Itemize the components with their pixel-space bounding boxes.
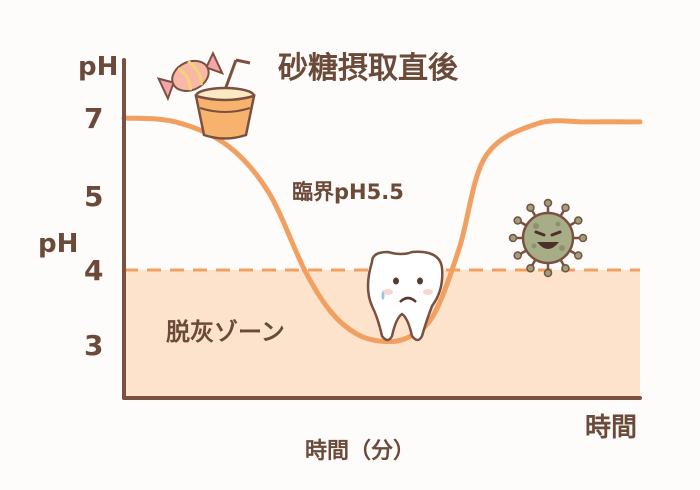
x-axis-end-label: 時間: [585, 413, 637, 443]
y-tick-labels: 7 5 4 3: [84, 102, 103, 362]
zone-label: 脱灰ゾーン: [166, 318, 285, 346]
sad-tooth-icon: [366, 250, 444, 342]
chart-title: 砂糖摂取直後: [278, 51, 459, 86]
bacteria-icon: [508, 198, 588, 278]
x-axis-label: 時間（分）: [305, 439, 415, 464]
y-tick-label-5: 5: [84, 180, 103, 213]
y-axis-top-label: pH: [78, 52, 118, 82]
y-axis-side-label: pH: [38, 229, 78, 259]
ph-curve: [121, 115, 643, 345]
threshold-label: 臨界pH5.5: [292, 180, 404, 204]
y-tick-label-7: 7: [84, 102, 103, 135]
y-tick-label-4: 4: [84, 254, 103, 287]
juice-cup-icon: [194, 58, 256, 140]
candy-icon: [156, 50, 225, 102]
y-tick-label-3: 3: [84, 329, 103, 362]
